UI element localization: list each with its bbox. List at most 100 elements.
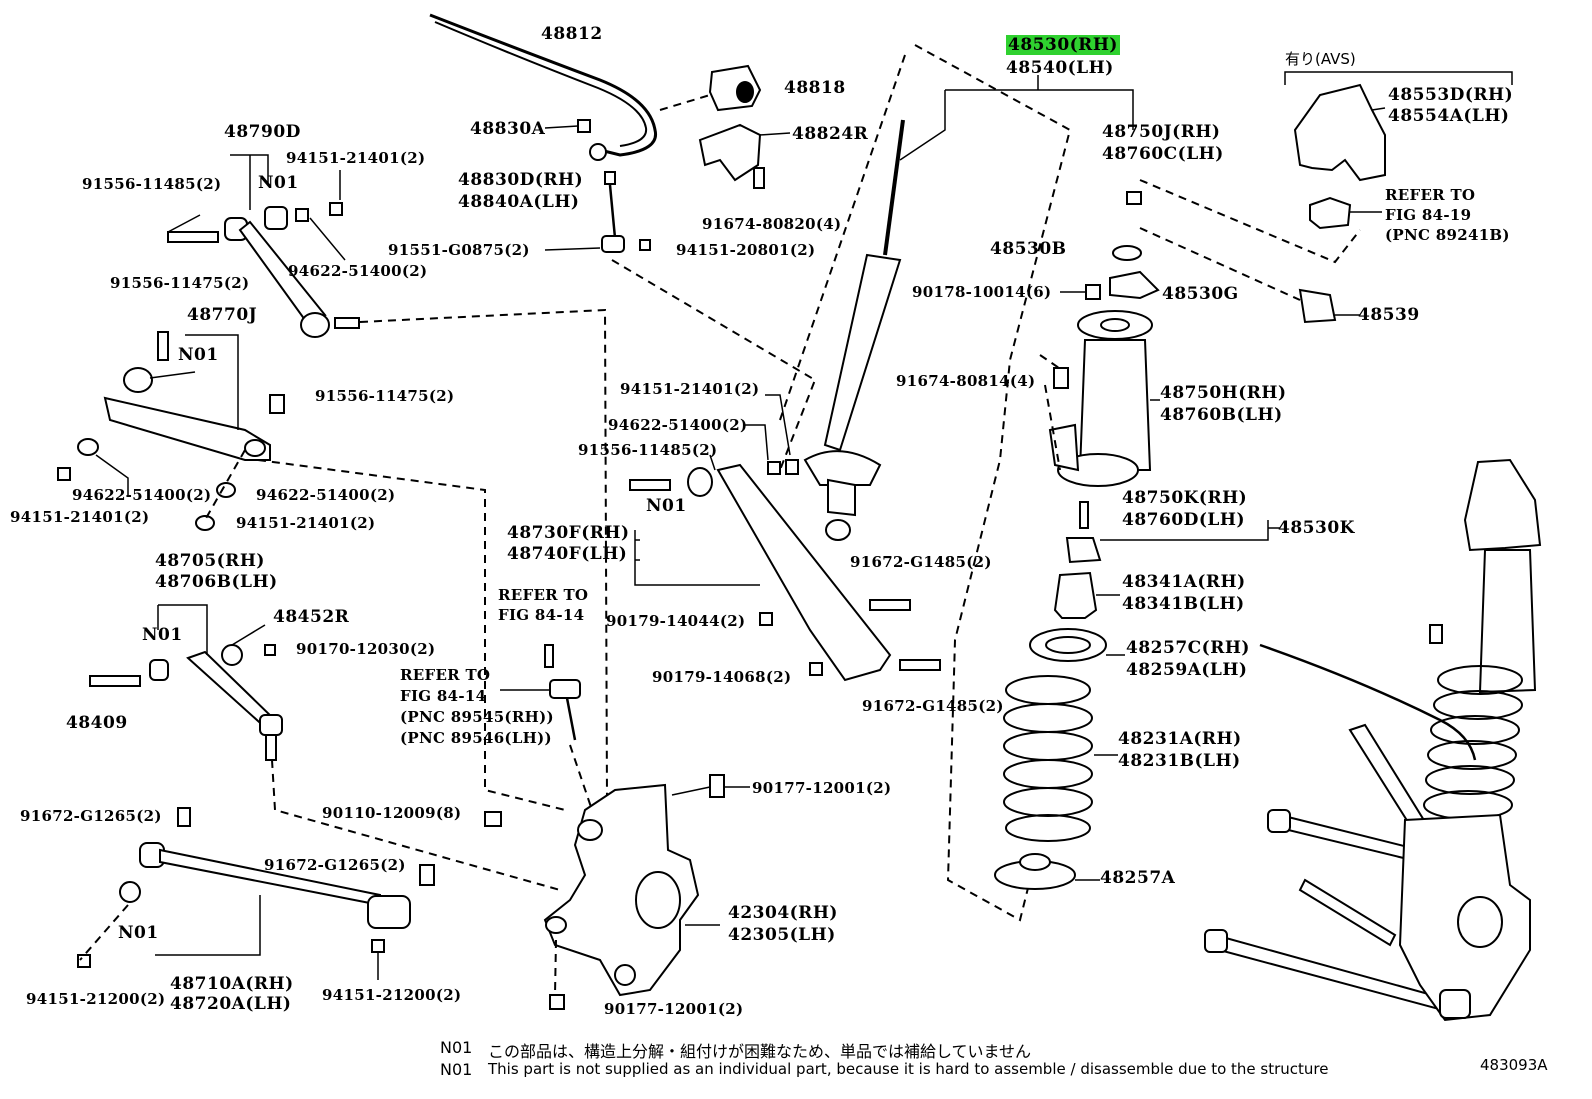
label-48257a: 48257A	[1100, 868, 1176, 888]
label-48231b: 48231B(LH)	[1118, 751, 1241, 771]
label-42305: 42305(LH)	[728, 925, 836, 945]
label-48812: 48812	[541, 24, 603, 44]
label-91672-g1265-a: 91672-G1265(2)	[20, 807, 162, 825]
label-48530k: 48530K	[1278, 518, 1355, 538]
label-avs: 有り(AVS)	[1285, 50, 1356, 68]
avs-bracket	[1284, 71, 1513, 85]
nut-48830a	[577, 119, 591, 133]
label-90179-14068: 90179-14068(2)	[652, 668, 792, 686]
note-text-ja: この部品は、構造上分解・組付けが困難なため、単品では補給していません	[488, 1042, 1032, 1061]
mount-48530g	[1109, 270, 1160, 300]
label-refer1-a: REFER TO	[498, 586, 589, 604]
label-48530g: 48530G	[1162, 284, 1239, 304]
label-48730f: 48730F(RH)	[507, 523, 630, 543]
label-91556-11485-b: 91556-11485(2)	[578, 441, 718, 459]
label-48553d: 48553D(RH)	[1388, 85, 1514, 105]
spring-seat-48257c	[1029, 628, 1107, 662]
label-refer3-c: (PNC 89241B)	[1385, 226, 1510, 244]
label-48540: 48540(LH)	[1006, 58, 1114, 78]
bolt-91674-80814	[1053, 367, 1069, 389]
label-91551-g0875: 91551-G0875(2)	[388, 241, 530, 259]
label-48409: 48409	[66, 713, 128, 733]
arm-48710a	[77, 807, 435, 968]
label-refer1-b: FIG 84-14	[498, 606, 585, 624]
label-48539: 48539	[1358, 305, 1420, 325]
label-90177-12001-b: 90177-12001(2)	[604, 1000, 744, 1018]
label-n01-d: N01	[118, 923, 159, 943]
label-90179-14044: 90179-14044(2)	[606, 612, 746, 630]
label-refer2-d: (PNC 89546(LH))	[400, 729, 552, 747]
label-94151-21401-c: 94151-21401(2)	[236, 514, 376, 532]
label-48452r: 48452R	[273, 607, 350, 627]
knuckle-42304	[484, 774, 725, 1010]
bracket-48824r	[698, 123, 762, 182]
label-48824r: 48824R	[792, 124, 869, 144]
label-42304: 42304(RH)	[728, 903, 838, 923]
label-48740f: 48740F(LH)	[507, 544, 628, 564]
label-48818: 48818	[784, 78, 846, 98]
cap-48760d	[1065, 537, 1102, 564]
label-48750k: 48750K(RH)	[1122, 488, 1248, 508]
label-94622-51400-b: 94622-51400(2)	[72, 486, 212, 504]
label-n01-e: N01	[646, 496, 687, 516]
label-48760c: 48760C(LH)	[1102, 144, 1224, 164]
label-91672-g1265-b: 91672-G1265(2)	[264, 856, 406, 874]
label-91556-11475-b: 91556-11475(2)	[315, 387, 455, 405]
label-48231a: 48231A(RH)	[1118, 729, 1242, 749]
cap-48750j	[1126, 191, 1142, 205]
label-90178-10014: 90178-10014(6)	[912, 283, 1052, 301]
label-90110-12009: 90110-12009(8)	[322, 804, 462, 822]
label-refer2-c: (PNC 89545(RH))	[400, 708, 554, 726]
label-48760b: 48760B(LH)	[1160, 405, 1283, 425]
shock-absorber-48530	[803, 119, 905, 541]
label-48705: 48705(RH)	[155, 551, 265, 571]
pin-48750k	[1079, 501, 1089, 529]
label-48530b: 48530B	[990, 239, 1067, 259]
label-refer2-b: FIG 84-14	[400, 687, 487, 705]
label-91672-g1485-b: 91672-G1485(2)	[862, 697, 1004, 715]
label-94151-21401-d: 94151-21401(2)	[620, 380, 760, 398]
label-48770j: 48770J	[187, 305, 258, 325]
figure-code: 483093A	[1480, 1056, 1548, 1074]
nut-90178	[1085, 284, 1101, 300]
label-n01-b: N01	[178, 345, 219, 365]
upper-support-48750h	[1048, 310, 1153, 487]
actuator-fig-84-19	[1309, 196, 1352, 230]
label-refer3-a: REFER TO	[1385, 186, 1476, 204]
label-48760d: 48760D(LH)	[1122, 510, 1245, 530]
label-n01-c: N01	[142, 625, 183, 645]
highlighted-part-48530[interactable]: 48530(RH)	[1006, 35, 1120, 55]
stabilizer-link-48830d	[544, 171, 651, 253]
label-48720a: 48720A(LH)	[170, 994, 292, 1014]
label-91556-11475-a: 91556-11475(2)	[110, 274, 250, 292]
label-94622-51400-a: 94622-51400(2)	[288, 262, 428, 280]
label-91674-80820: 91674-80820(4)	[702, 215, 842, 233]
label-48530: 48530(RH)	[1006, 35, 1120, 55]
label-48341a: 48341A(RH)	[1122, 572, 1246, 592]
note-code-ja: N01	[440, 1038, 473, 1057]
label-94622-51400-d: 94622-51400(2)	[608, 416, 748, 434]
label-94151-21200-b: 94151-21200(2)	[322, 986, 462, 1004]
label-n01-a: N01	[258, 173, 299, 193]
speed-sensor	[544, 644, 581, 741]
upper-arm-48790d	[167, 202, 360, 338]
label-48830a: 48830A	[470, 119, 546, 139]
label-91674-80814: 91674-80814(4)	[896, 372, 1036, 390]
label-48750h: 48750H(RH)	[1160, 383, 1287, 403]
label-90170-12030: 90170-12030(2)	[296, 640, 436, 658]
label-94151-21401-a: 94151-21401(2)	[286, 149, 426, 167]
label-48830d: 48830D(RH)	[458, 170, 584, 190]
bushing-48818	[708, 64, 762, 112]
assembled-suspension-view	[1204, 458, 1542, 1022]
clip-48539	[1298, 288, 1337, 324]
bolt-91674-80820	[753, 167, 765, 189]
label-48257c: 48257C(RH)	[1126, 638, 1250, 658]
label-48840a: 48840A(LH)	[458, 192, 580, 212]
note-code-en: N01	[440, 1060, 473, 1079]
stabilizer-bar-48812	[429, 13, 658, 161]
cover-48553d	[1293, 83, 1386, 182]
label-91672-g1485-a: 91672-G1485(2)	[850, 553, 992, 571]
note-text-en: This part is not supplied as an individu…	[488, 1060, 1329, 1078]
label-94622-51400-c: 94622-51400(2)	[256, 486, 396, 504]
